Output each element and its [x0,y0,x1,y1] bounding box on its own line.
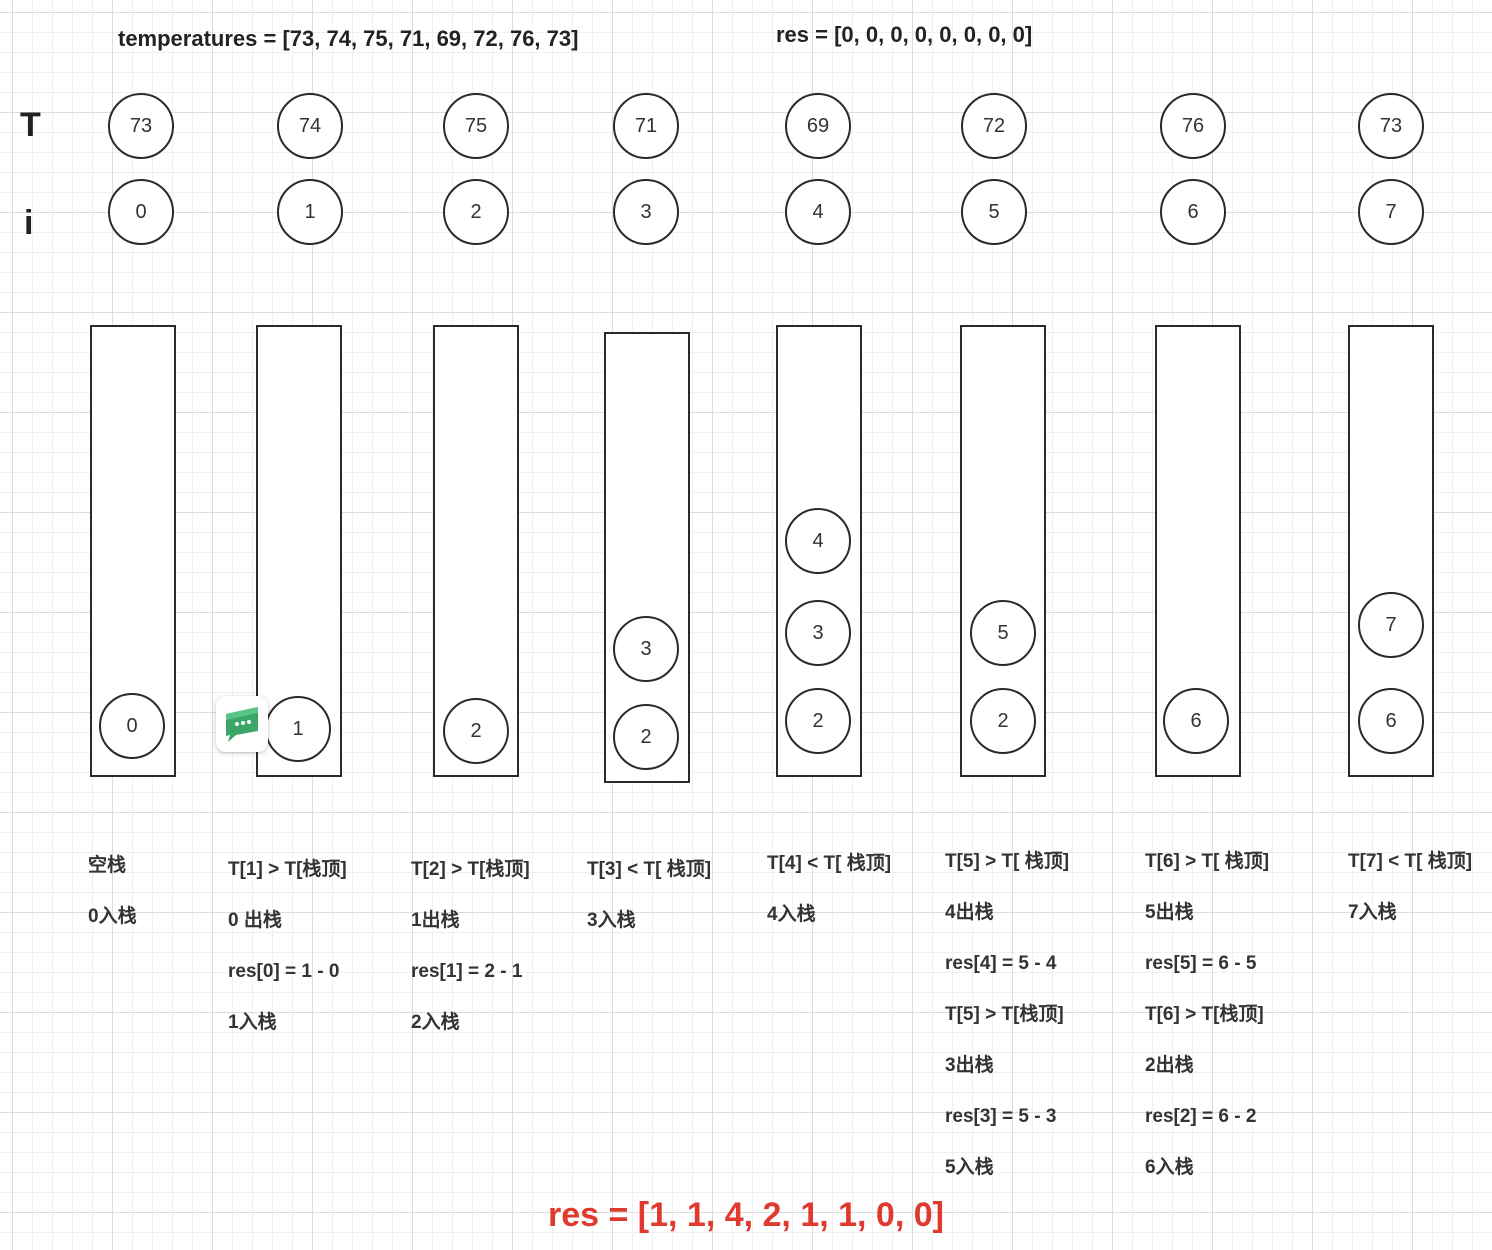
temperature-node: 73 [108,93,174,159]
step-note-line: 0 出栈 [228,910,282,931]
step-note-line: res[4] = 5 - 4 [945,953,1057,974]
temperature-node: 69 [785,93,851,159]
step-note-line: 3入栈 [587,910,636,931]
stack-item: 6 [1163,688,1229,754]
stack-item: 2 [443,698,509,764]
index-node: 3 [613,179,679,245]
chat-widget-button[interactable] [216,696,268,752]
step-note-line: 1出栈 [411,910,460,931]
step-note-line: 7入栈 [1348,902,1397,923]
step-note-line: 2入栈 [411,1012,460,1033]
step-note-line: T[4] < T[ 栈顶] [767,853,892,874]
temperatures-label: temperatures = [73, 74, 75, 71, 69, 72, … [118,26,579,51]
step-note: T[6] > T[ 栈顶] 5出栈 res[5] = 6 - 5 T[6] > T[栈… [1145,836,1305,1193]
temperature-node: 73 [1358,93,1424,159]
step-note-line: T[5] > T[栈顶] [945,1004,1064,1025]
step-note: T[7] < T[ 栈顶] 7入栈 [1348,836,1492,938]
step-note-line: T[7] < T[ 栈顶] [1348,851,1473,872]
stack-item: 3 [613,616,679,682]
step-note-line: res[0] = 1 - 0 [228,961,340,982]
stack-item: 2 [970,688,1036,754]
step-note: T[3] < T[ 栈顶] 3入栈 [587,844,747,946]
index-node: 4 [785,179,851,245]
step-note: T[5] > T[ 栈顶] 4出栈 res[4] = 5 - 4 T[5] > T[栈… [945,836,1105,1193]
stack-item: 5 [970,600,1036,666]
res-initial-label: res = [0, 0, 0, 0, 0, 0, 0, 0] [776,22,1033,47]
stack-container [604,332,690,783]
row-label-i: i [24,204,34,242]
step-note-line: 0入栈 [88,906,137,927]
step-note-line: 6入栈 [1145,1157,1194,1178]
step-note-line: T[2] > T[栈顶] [411,859,530,880]
step-note: T[4] < T[ 栈顶] 4入栈 [767,838,927,940]
stack-item: 0 [99,693,165,759]
temperature-node: 75 [443,93,509,159]
step-note-line: 1入栈 [228,1012,277,1033]
row-label-t: T [20,106,41,144]
stack-item: 6 [1358,688,1424,754]
step-note-line: T[3] < T[ 栈顶] [587,859,712,880]
index-node: 6 [1160,179,1226,245]
index-node: 5 [961,179,1027,245]
index-node: 1 [277,179,343,245]
stack-item: 2 [613,704,679,770]
step-note-line: T[6] > T[栈顶] [1145,1004,1264,1025]
temperature-node: 72 [961,93,1027,159]
step-note-line: 2出栈 [1145,1055,1194,1076]
stack-item: 3 [785,600,851,666]
chat-bubble-icon [226,707,258,742]
stack-item: 7 [1358,592,1424,658]
step-note: 空栈 0入栈 [88,840,248,942]
step-note-line: res[5] = 6 - 5 [1145,953,1257,974]
step-note-line: 4入栈 [767,904,816,925]
step-note-line: T[5] > T[ 栈顶] [945,851,1070,872]
temperature-node: 74 [277,93,343,159]
index-node: 0 [108,179,174,245]
step-note-line: res[2] = 6 - 2 [1145,1106,1257,1127]
step-note-line: T[1] > T[栈顶] [228,859,347,880]
step-note-line: 3出栈 [945,1055,994,1076]
index-node: 2 [443,179,509,245]
step-note-line: 5出栈 [1145,902,1194,923]
step-note-line: res[3] = 5 - 3 [945,1106,1057,1127]
step-note-line: 4出栈 [945,902,994,923]
step-note-line: 5入栈 [945,1157,994,1178]
temperature-node: 71 [613,93,679,159]
final-result: res = [1, 1, 4, 2, 1, 1, 0, 0] [548,1196,944,1234]
step-note: T[2] > T[栈顶] 1出栈 res[1] = 2 - 1 2入栈 [411,844,571,1048]
step-note-line: res[1] = 2 - 1 [411,961,523,982]
stack-item: 4 [785,508,851,574]
step-note-line: T[6] > T[ 栈顶] [1145,851,1270,872]
step-note-line: 空栈 [88,855,127,876]
stack-item: 1 [265,696,331,762]
temperature-node: 76 [1160,93,1226,159]
stack-item: 2 [785,688,851,754]
step-note: T[1] > T[栈顶] 0 出栈 res[0] = 1 - 0 1入栈 [228,844,388,1048]
index-node: 7 [1358,179,1424,245]
